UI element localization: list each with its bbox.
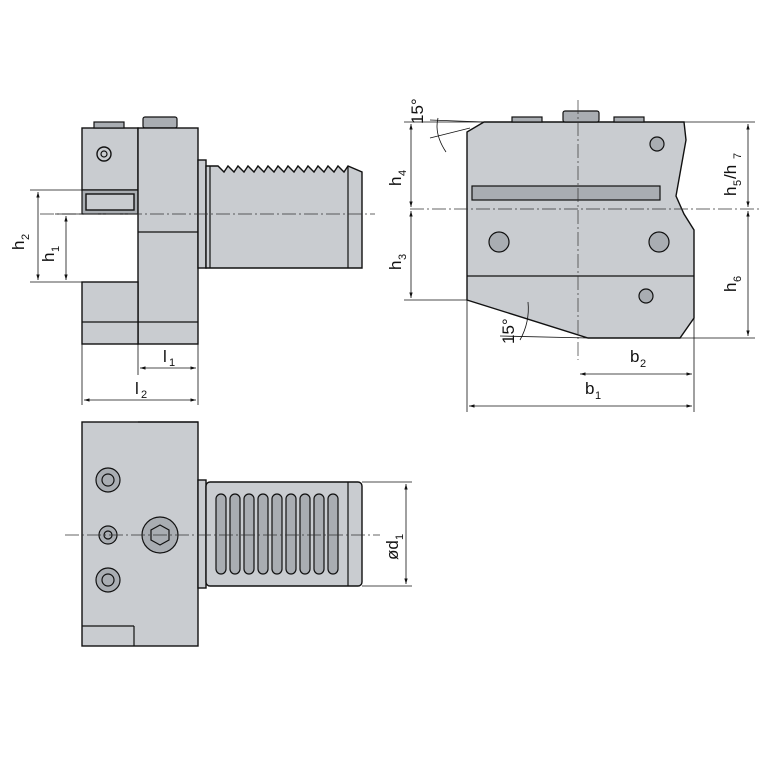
label-h2-sub: 2: [20, 234, 32, 240]
label-h7-slash: /h: [721, 165, 740, 179]
label-h4-sub: 4: [397, 170, 409, 176]
label-h3-sub: 3: [397, 254, 409, 260]
label-l2: l: [135, 379, 139, 398]
screw-icon: [488, 231, 510, 253]
shank-serrated: [205, 164, 363, 269]
label-h4: h: [386, 177, 405, 186]
label-h6: h: [721, 283, 740, 292]
label-l1: l: [163, 347, 167, 366]
label-d1: ød: [383, 540, 402, 560]
label-h1: h: [39, 253, 58, 262]
label-l1-sub: 1: [169, 357, 175, 369]
front-view: [404, 100, 760, 412]
label-h5: h: [721, 187, 740, 196]
screw-icon: [638, 288, 654, 304]
clamp-screw-head: [93, 121, 125, 129]
label-b1: b: [585, 379, 594, 398]
label-angle-bottom: 15°: [499, 318, 518, 344]
label-h1-sub: 1: [50, 246, 62, 252]
label-b1-sub: 1: [595, 390, 601, 402]
clamp-top-block: [81, 127, 139, 191]
label-b2: b: [630, 347, 639, 366]
label-h6-sub: 6: [732, 276, 744, 282]
label-h7-sub: 7: [732, 153, 744, 159]
label-l2-sub: 2: [141, 389, 147, 401]
top-screw: [142, 116, 178, 129]
screw-icon: [649, 136, 665, 152]
label-h2: h: [9, 241, 28, 250]
top-view: [65, 421, 412, 647]
label-h3: h: [386, 261, 405, 270]
side-view: [30, 116, 375, 405]
side-screw-icon: [96, 146, 112, 162]
screw-icon: [648, 231, 670, 253]
label-angle-top: 15°: [408, 98, 427, 124]
label-d1-sub: 1: [394, 534, 406, 540]
screw-icon: [95, 467, 121, 493]
serration-ridges: [215, 493, 339, 575]
lower-block: [81, 281, 139, 345]
label-b2-sub: 2: [640, 358, 646, 370]
screw-icon: [95, 567, 121, 593]
label-h5-sub: 5: [732, 180, 744, 186]
front-body: [466, 121, 695, 339]
main-body: [137, 127, 199, 345]
top-shank: [197, 479, 207, 589]
insert-slot-front: [471, 185, 661, 201]
front-top-screw: [562, 110, 600, 123]
